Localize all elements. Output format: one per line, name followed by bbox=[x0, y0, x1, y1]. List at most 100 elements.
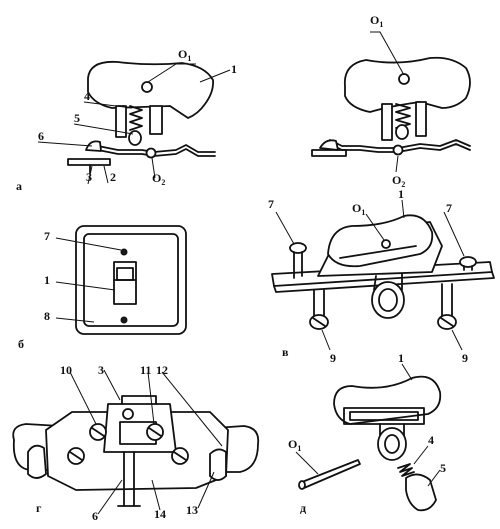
cover-plate-inner bbox=[83, 233, 179, 327]
plunger-d bbox=[405, 473, 437, 512]
fixed-contact bbox=[85, 140, 102, 152]
terminal-screw-left-slot bbox=[91, 427, 105, 437]
label-2-a: 2 bbox=[110, 170, 116, 184]
cylinder-front bbox=[371, 281, 405, 319]
spreader-screw-left-slot bbox=[312, 317, 326, 327]
plunger bbox=[128, 130, 142, 146]
lever-leg-right bbox=[149, 105, 163, 135]
label-7-v-left: 7 bbox=[268, 197, 274, 211]
panel-g: 10 3 11 12 6 14 13 г bbox=[12, 363, 260, 523]
panel-letter-d: д bbox=[300, 501, 306, 515]
label-o2-a2: O bbox=[392, 173, 401, 187]
mount-screw-left-shank bbox=[293, 251, 303, 279]
panel-a: O1 1 4 5 6 3 2 O2 а bbox=[16, 47, 237, 193]
rocker-key-face bbox=[116, 267, 134, 281]
panel-letter-b: б bbox=[18, 337, 24, 351]
cover-screw-bottom bbox=[120, 316, 128, 324]
label-13-g: 13 bbox=[186, 503, 198, 517]
label-o2-a: O bbox=[152, 171, 161, 185]
label-5-d: 5 bbox=[440, 461, 446, 475]
spreader-screw-left-shank bbox=[313, 289, 325, 319]
terminal-base bbox=[67, 158, 111, 166]
spreader-screw-right-slot bbox=[440, 317, 454, 327]
label-o1-a2: O bbox=[370, 13, 379, 27]
cylinder-front-d bbox=[377, 427, 407, 461]
spring bbox=[129, 105, 143, 131]
label-7-v-right: 7 bbox=[446, 201, 452, 215]
label-6-g: 6 bbox=[92, 509, 98, 523]
mount-screw-left-head bbox=[289, 242, 307, 254]
rocker-slot-d bbox=[349, 411, 419, 421]
central-block-top bbox=[121, 395, 157, 405]
label-o2-a-sub: 2 bbox=[161, 178, 165, 187]
spreader-claw-left bbox=[27, 444, 47, 479]
label-1-d: 1 bbox=[398, 351, 404, 365]
svg-text:O2: O2 bbox=[392, 173, 405, 189]
contact-plate bbox=[97, 144, 216, 153]
pivot-hole bbox=[141, 81, 153, 93]
cover-screw-top bbox=[120, 248, 128, 256]
pivot-o2 bbox=[145, 147, 157, 159]
panel-letter-a: а bbox=[16, 179, 22, 193]
label-1-v: 1 bbox=[398, 187, 404, 201]
label-o1-d-sub: 1 bbox=[297, 444, 301, 453]
rocker-base-d bbox=[343, 407, 425, 425]
label-3-g: 3 bbox=[98, 363, 104, 377]
panel-letter-g: г bbox=[36, 501, 42, 515]
mount-screw-right-head bbox=[459, 256, 477, 268]
fixed-contact-alt bbox=[319, 139, 339, 151]
panel-v: 7 7 1 O1 9 9 в bbox=[268, 187, 495, 365]
svg-text:O1: O1 bbox=[288, 437, 301, 453]
label-5-a: 5 bbox=[74, 111, 80, 125]
svg-text:O2: O2 bbox=[152, 171, 165, 187]
panel-letter-v: в bbox=[282, 345, 289, 359]
pivot-o2-alt bbox=[392, 144, 404, 156]
rocker-key bbox=[113, 261, 137, 305]
label-o1-a: O bbox=[178, 47, 187, 61]
label-3-a: 3 bbox=[86, 170, 92, 184]
cylinder-bore-d bbox=[384, 434, 400, 454]
pivot-pin bbox=[301, 459, 361, 489]
pivot-hole-v bbox=[381, 239, 391, 249]
label-14-g: 14 bbox=[154, 507, 166, 521]
lever-leg-left-alt bbox=[381, 103, 393, 141]
label-o1-a2-sub: 1 bbox=[379, 20, 383, 29]
spring-alt bbox=[395, 103, 411, 129]
spring-d bbox=[397, 463, 415, 477]
rocker-lever-v bbox=[327, 214, 434, 268]
pivot-pin-end bbox=[298, 480, 306, 490]
terminal-base-alt bbox=[311, 149, 347, 157]
label-1-a: 1 bbox=[231, 62, 237, 76]
label-6-a: 6 bbox=[38, 129, 44, 143]
label-9-v-right: 9 bbox=[462, 351, 468, 365]
label-4-a: 4 bbox=[84, 89, 90, 103]
lever-leg-right-alt bbox=[415, 101, 427, 137]
svg-text:O1: O1 bbox=[370, 13, 383, 29]
cylinder-body bbox=[373, 273, 403, 291]
label-4-d: 4 bbox=[428, 433, 434, 447]
label-7-b: 7 bbox=[44, 229, 50, 243]
side-screw-left-slot bbox=[69, 451, 83, 461]
contact-strip bbox=[123, 451, 135, 507]
spreader-screw-right-shank bbox=[441, 283, 453, 317]
terminal-screw-top bbox=[122, 408, 134, 420]
label-o1-a-sub: 1 bbox=[187, 54, 191, 63]
mount-screw-right-shank bbox=[463, 265, 473, 271]
panel-b: 7 1 8 б bbox=[18, 225, 187, 351]
lever-leg-left bbox=[115, 105, 127, 138]
label-11-g: 11 bbox=[140, 363, 151, 377]
panel-a-second-position: O1 O2 bbox=[311, 13, 471, 189]
label-8-b: 8 bbox=[44, 309, 50, 323]
panel-d: 1 O1 4 5 д bbox=[288, 351, 446, 515]
label-o1-v: O bbox=[352, 201, 361, 215]
label-10-g: 10 bbox=[60, 363, 72, 377]
svg-text:O1: O1 bbox=[352, 201, 365, 217]
terminal-screw-mid-slot bbox=[148, 427, 162, 437]
svg-text:O1: O1 bbox=[178, 47, 191, 63]
plunger-alt bbox=[395, 124, 409, 140]
label-9-v-left: 9 bbox=[330, 351, 336, 365]
side-screw-right-slot bbox=[173, 451, 187, 461]
rocker-edge-v bbox=[339, 245, 417, 259]
